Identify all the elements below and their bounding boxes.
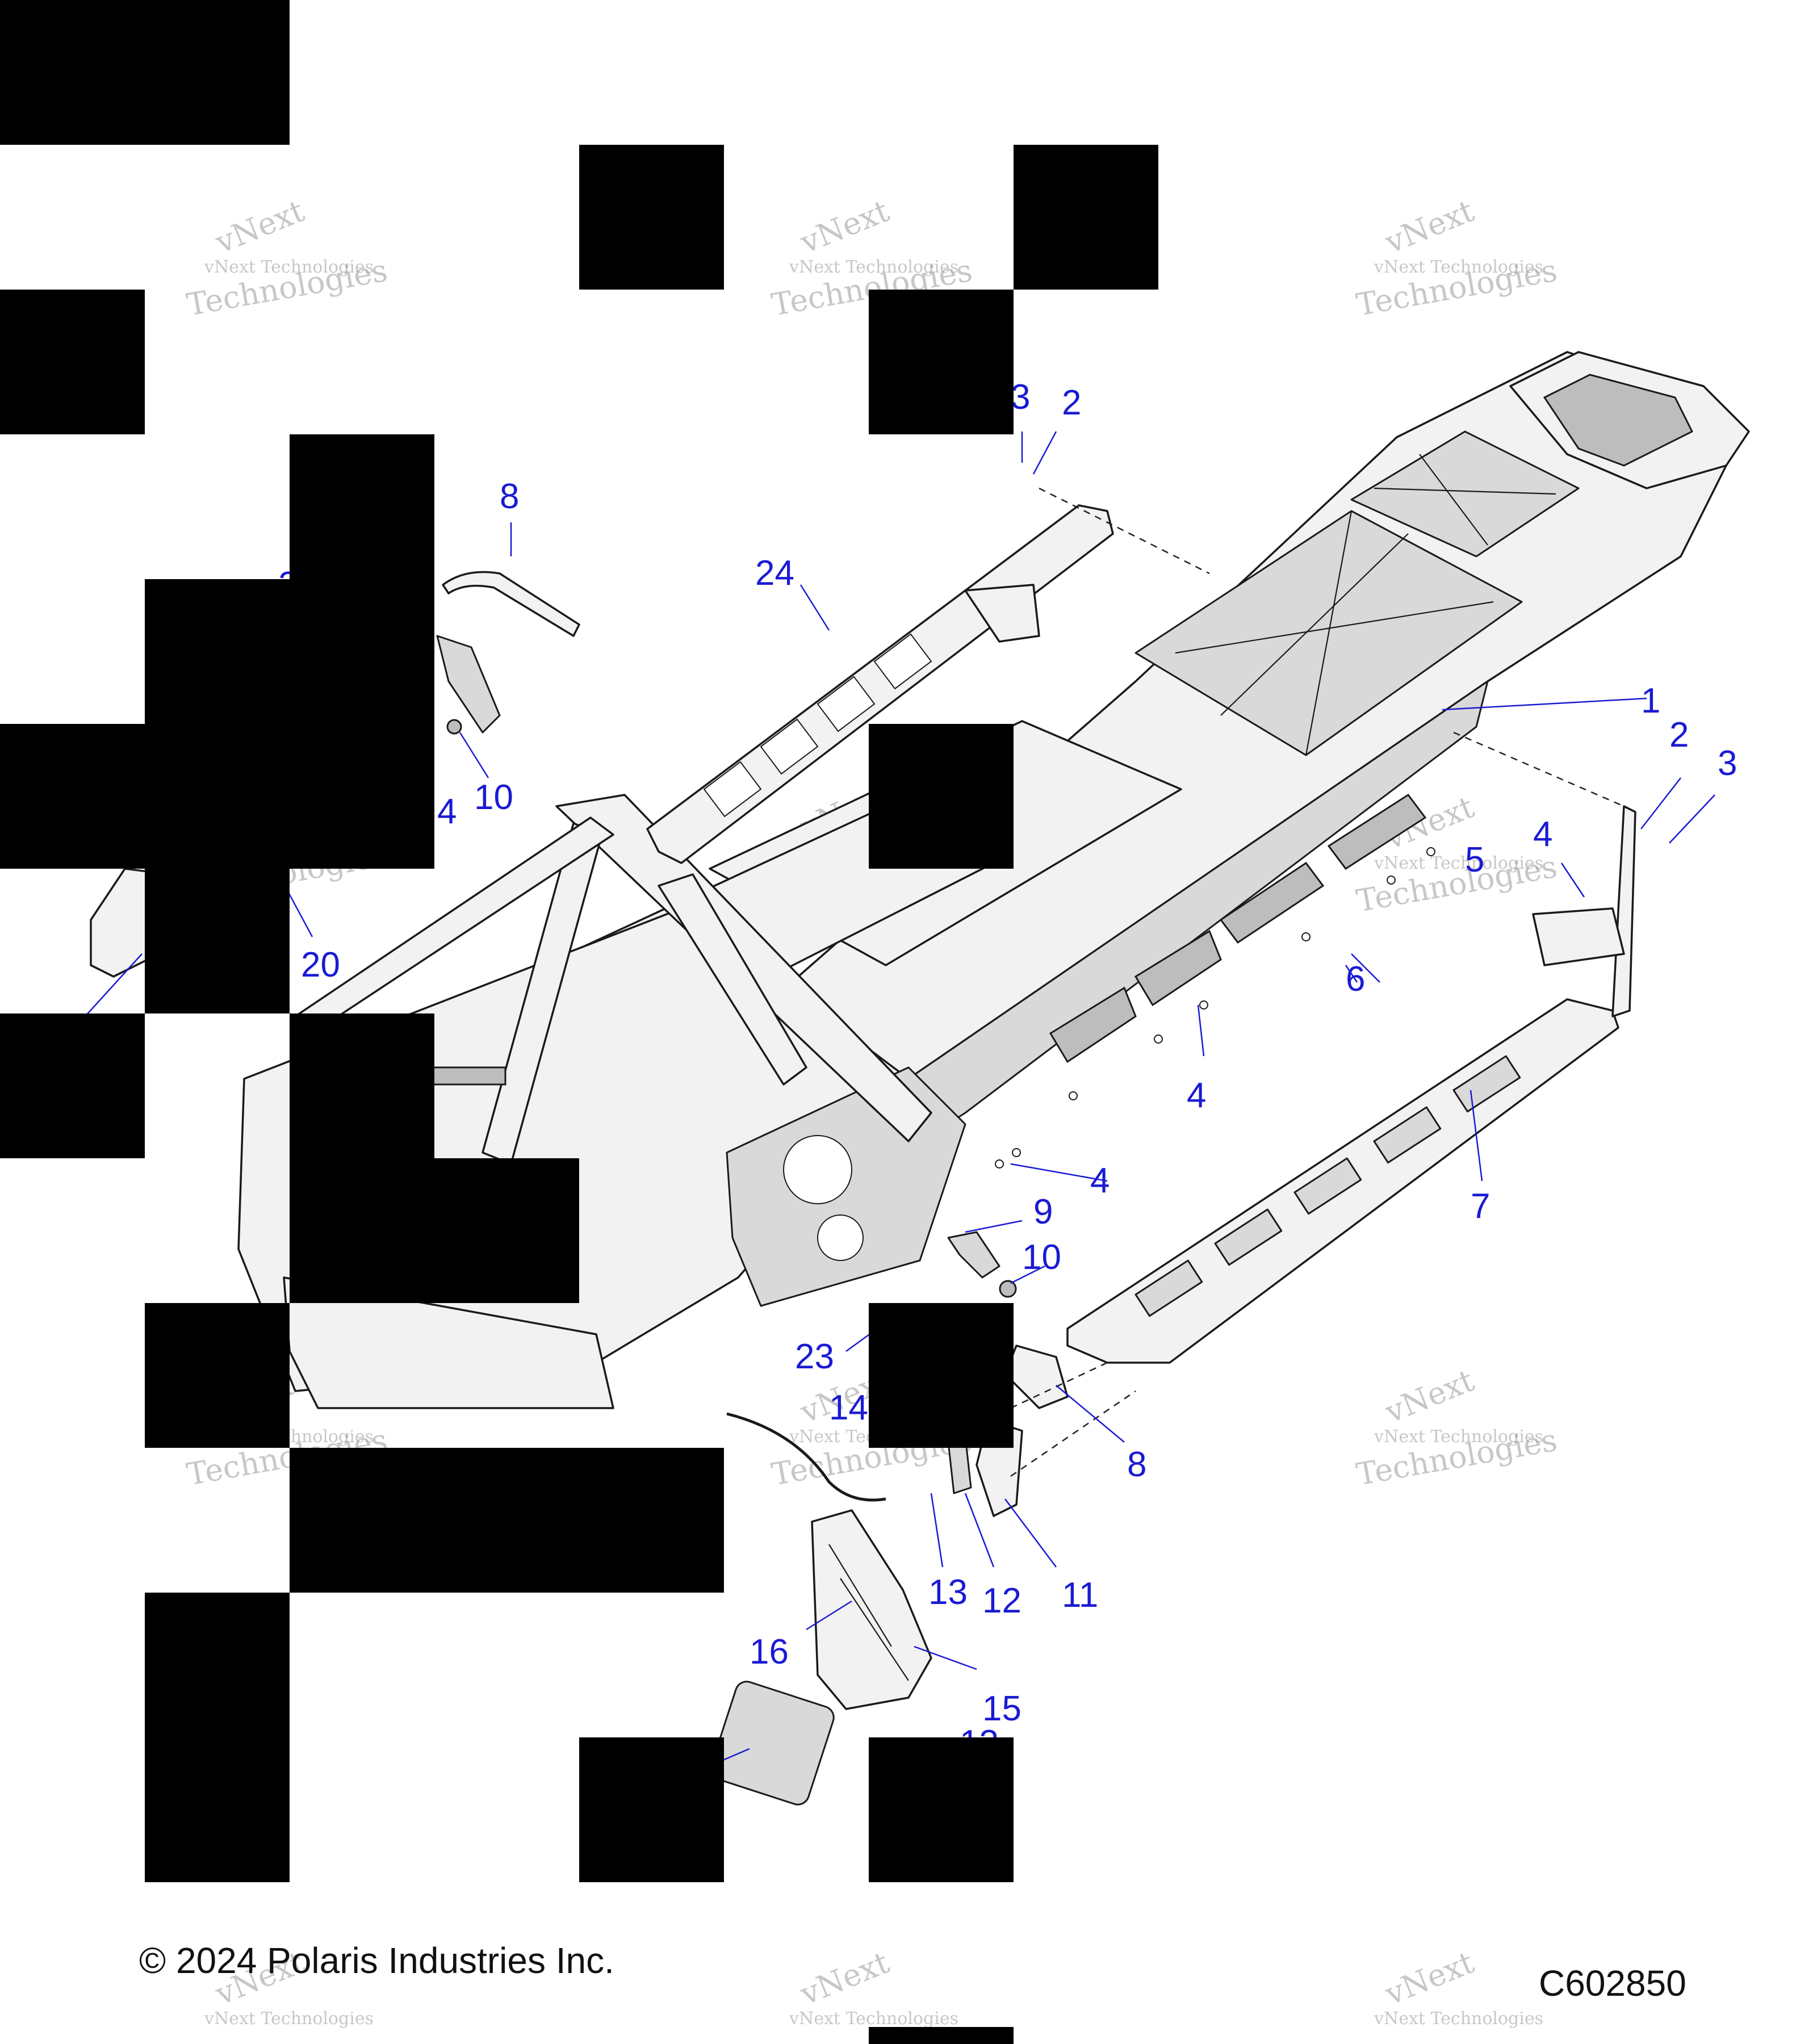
watermark: vNext vNext Technologies xyxy=(1374,1944,1543,2029)
watermark: vNext vNext Technologies Technologies xyxy=(184,192,390,322)
redaction-block xyxy=(869,724,1014,869)
redaction-blocks xyxy=(0,0,1158,2044)
pad xyxy=(710,1681,835,1806)
svg-text:vNext Technologies: vNext Technologies xyxy=(204,257,374,277)
svg-text:vNext Technologies: vNext Technologies xyxy=(789,257,958,277)
bracket-upper xyxy=(436,635,501,734)
redaction-block xyxy=(579,145,724,290)
redaction-block xyxy=(1014,145,1158,290)
copyright-text: © 2024 Polaris Industries Inc. xyxy=(139,1940,614,1981)
callout-2: 2 xyxy=(1062,383,1081,422)
svg-text:vNext Technologies: vNext Technologies xyxy=(204,2009,374,2029)
cable-14 xyxy=(726,1412,886,1502)
callouts: 1 2 2 3 3 4 4 4 4 5 6 7 8 8 9 10 10 11 1… xyxy=(278,378,1737,1762)
redaction-block xyxy=(0,0,290,145)
redaction-block xyxy=(290,1013,434,1303)
running-board-cutouts xyxy=(703,633,932,818)
watermark: vNext vNext Technologies xyxy=(789,1944,958,2029)
heat-exchanger-panel-2 xyxy=(1350,430,1580,558)
redaction-block xyxy=(869,290,1014,434)
redaction-block xyxy=(869,1303,1014,1448)
callout-11: 11 xyxy=(1062,1576,1098,1615)
callout-13: 13 xyxy=(928,1573,968,1612)
callout-10: 10 xyxy=(474,778,513,817)
bulkhead-hole xyxy=(817,1214,864,1261)
watermark: vNext vNext Technologies Technologies xyxy=(1354,789,1560,919)
steering-post xyxy=(658,873,807,1086)
diagram-code: C602850 xyxy=(1539,1963,1686,2004)
tunnel-cutouts xyxy=(1049,793,1427,1063)
watermark: vNext vNext Technologies Technologies xyxy=(1354,192,1560,322)
redaction-block xyxy=(0,290,145,434)
bulkhead-hole xyxy=(783,1135,852,1204)
svg-text:vNext Technologies: vNext Technologies xyxy=(789,2009,958,2029)
callout-15: 15 xyxy=(982,1689,1021,1728)
callout-3: 3 xyxy=(1718,744,1737,783)
grab-handle-8-upper xyxy=(442,571,580,637)
callout-4: 4 xyxy=(1187,1076,1206,1115)
callout-10: 10 xyxy=(1022,1238,1061,1277)
callout-20: 20 xyxy=(301,945,340,985)
grab-handle-8-lower xyxy=(1004,1344,1069,1409)
svg-text:vNext: vNext xyxy=(1380,192,1479,261)
leader-lines xyxy=(85,431,1715,1767)
callout-7: 7 xyxy=(1471,1187,1490,1226)
watermark: vNext vNext Technologies Technologies xyxy=(1354,1362,1560,1492)
redaction-block xyxy=(579,1737,724,1882)
shock-absorber xyxy=(430,1066,506,1086)
callout-24: 24 xyxy=(755,554,794,593)
rear-board-bracket xyxy=(964,584,1040,643)
svg-text:vNext Technologies: vNext Technologies xyxy=(1374,2009,1543,2029)
assembly-lines xyxy=(1010,487,1625,1477)
callout-2: 2 xyxy=(1669,715,1689,755)
grab-handle-upper xyxy=(436,571,580,735)
callout-8: 8 xyxy=(500,477,519,516)
redaction-block xyxy=(0,724,434,869)
side-panel-15 xyxy=(811,1509,932,1710)
step-cutouts xyxy=(1134,1055,1521,1317)
callout-12: 12 xyxy=(982,1581,1021,1620)
running-board-upper xyxy=(646,504,1114,864)
chassis-assembly xyxy=(237,351,1750,1409)
side-bracket xyxy=(1532,907,1625,966)
callout-4: 4 xyxy=(1090,1161,1110,1200)
footer: © 2024 Polaris Industries Inc. C602850 xyxy=(139,1940,1686,2004)
redaction-block xyxy=(869,1737,1014,1882)
running-board-lower xyxy=(1066,805,1636,1364)
callout-14: 14 xyxy=(829,1388,868,1427)
rear-bracket xyxy=(1611,805,1636,1017)
callout-1: 1 xyxy=(1641,681,1660,721)
chassis-fasteners xyxy=(995,847,1435,1168)
svg-text:vNext: vNext xyxy=(1380,1944,1479,2012)
svg-text:vNext Technologies: vNext Technologies xyxy=(1374,257,1543,277)
redaction-block xyxy=(290,1448,724,1593)
redaction-block xyxy=(869,2027,1014,2044)
callout-3: 3 xyxy=(1011,378,1030,417)
svg-text:vNext: vNext xyxy=(795,192,894,261)
callout-5: 5 xyxy=(1465,840,1484,879)
nut-10-upper xyxy=(446,719,462,735)
redaction-block xyxy=(0,1013,145,1158)
callout-8: 8 xyxy=(1127,1445,1146,1484)
callout-9: 9 xyxy=(1033,1192,1053,1232)
callout-4: 4 xyxy=(437,792,457,831)
rear-light-housing xyxy=(1543,374,1694,467)
redaction-block xyxy=(434,1158,579,1303)
callout-16: 16 xyxy=(750,1632,789,1672)
svg-text:vNext Technologies: vNext Technologies xyxy=(1374,853,1543,873)
redaction-block xyxy=(145,1593,290,1882)
svg-text:vNext: vNext xyxy=(210,192,309,261)
bracket-9 xyxy=(947,1231,1000,1279)
callout-23: 23 xyxy=(795,1337,834,1376)
svg-text:vNext Technologies: vNext Technologies xyxy=(1374,1427,1543,1447)
callout-6: 6 xyxy=(1346,960,1365,999)
svg-text:vNext: vNext xyxy=(795,1944,894,2012)
redaction-block xyxy=(145,1303,290,1448)
svg-text:vNext: vNext xyxy=(1380,1362,1479,1430)
nut-10-lower xyxy=(999,1280,1017,1298)
callout-4: 4 xyxy=(1533,815,1552,854)
